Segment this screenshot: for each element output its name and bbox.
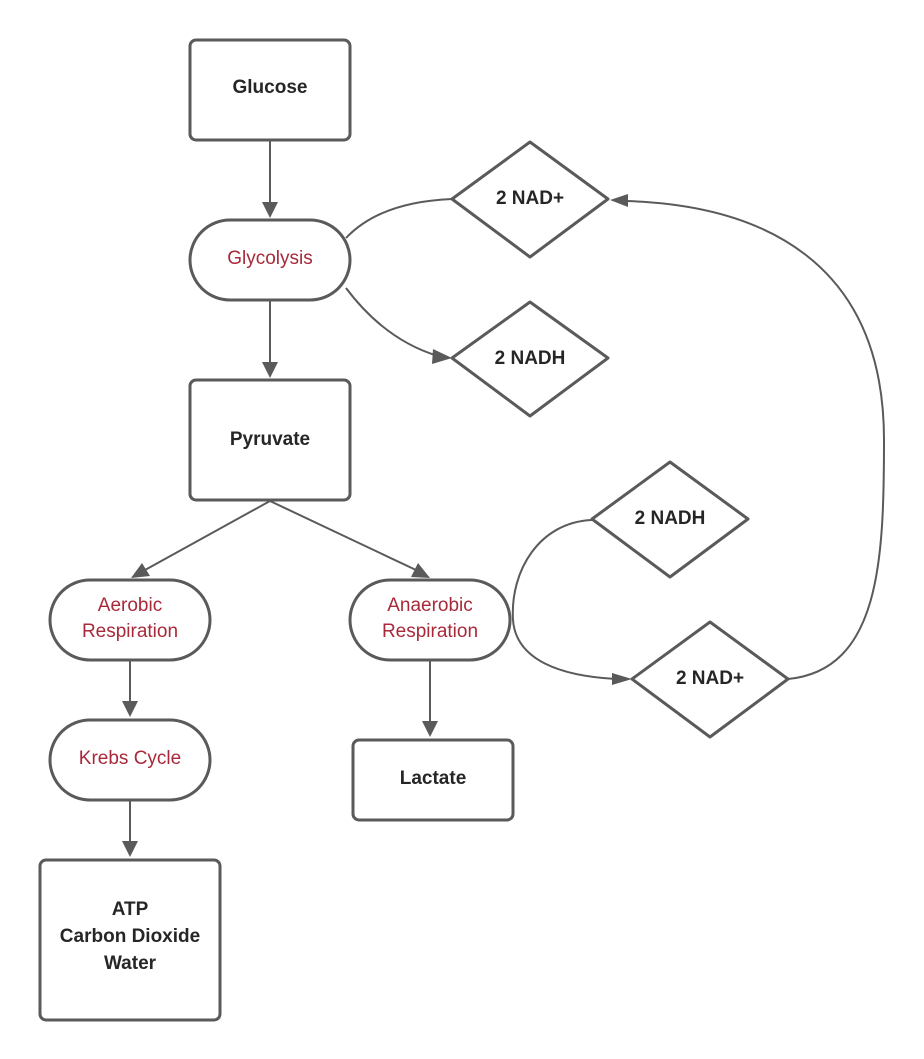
edge-pyruvate-aerobic — [144, 500, 271, 571]
arrowhead — [262, 202, 278, 218]
node-nad-plus-top[interactable]: 2 NAD+ — [450, 140, 610, 259]
node-nadh-top-shape — [450, 300, 610, 418]
node-nadh-bottom-shape — [590, 460, 750, 579]
node-krebs-shape — [48, 718, 212, 802]
node-glucose-label: Glucose — [233, 77, 308, 98]
arrowhead — [612, 673, 632, 685]
node-products[interactable]: ATP Carbon Dioxide Water — [38, 858, 222, 1022]
arrowhead — [422, 721, 438, 737]
node-products-label-atp: ATP — [112, 899, 149, 920]
node-nadh-bottom-label: 2 NADH — [635, 508, 706, 529]
arrowhead — [122, 701, 138, 717]
node-lactate[interactable]: Lactate — [351, 738, 515, 822]
node-nad-plus-top-shape — [450, 140, 610, 259]
edge-nadplus-glycolysis — [345, 198, 453, 239]
node-aerobic-label-line1: Aerobic — [98, 595, 162, 616]
node-nadh-bottom[interactable]: 2 NADH — [590, 460, 750, 579]
arrowhead — [432, 349, 452, 364]
arrowhead — [122, 841, 138, 857]
arrowhead — [411, 563, 430, 578]
node-aerobic-label-line2: Respiration — [82, 621, 178, 642]
node-glycolysis-label: Glycolysis — [227, 248, 313, 269]
node-aerobic-shape — [48, 578, 212, 662]
node-nadh-top[interactable]: 2 NADH — [450, 300, 610, 418]
node-glycolysis[interactable]: Glycolysis — [188, 218, 352, 302]
node-glucose-shape — [188, 38, 352, 142]
node-anaerobic-label-line1: Anaerobic — [387, 595, 473, 616]
node-krebs-cycle[interactable]: Krebs Cycle — [48, 718, 212, 802]
node-pyruvate-shape — [188, 378, 352, 502]
node-anaerobic-label-line2: Respiration — [382, 621, 478, 642]
node-products-label-co2: Carbon Dioxide — [60, 926, 200, 947]
node-nad-plus-bottom-label: 2 NAD+ — [676, 668, 744, 689]
arrowhead — [610, 194, 628, 207]
node-glycolysis-shape — [188, 218, 352, 302]
node-aerobic-respiration[interactable]: Aerobic Respiration — [48, 578, 212, 662]
node-nadh-top-label: 2 NADH — [495, 348, 566, 369]
edge-nadplus-return-loop — [625, 200, 886, 680]
edge-nadh-nadplus-loop — [511, 519, 617, 680]
node-krebs-label: Krebs Cycle — [79, 748, 181, 769]
edges — [122, 140, 886, 857]
node-lactate-shape — [351, 738, 515, 822]
arrowhead — [131, 563, 150, 578]
node-lactate-label: Lactate — [400, 768, 467, 789]
node-pyruvate-label: Pyruvate — [230, 429, 310, 450]
node-nad-plus-top-label: 2 NAD+ — [496, 188, 564, 209]
node-glucose[interactable]: Glucose — [188, 38, 352, 142]
node-nad-plus-bottom-shape — [630, 620, 790, 739]
node-anaerobic-shape — [348, 578, 512, 662]
node-anaerobic-respiration[interactable]: Anaerobic Respiration — [348, 578, 512, 662]
edge-glycolysis-nadh — [345, 287, 439, 357]
edge-pyruvate-anaerobic — [269, 500, 417, 571]
node-pyruvate[interactable]: Pyruvate — [188, 378, 352, 502]
node-products-shape — [38, 858, 222, 1022]
arrowhead — [262, 362, 278, 378]
node-nad-plus-bottom[interactable]: 2 NAD+ — [630, 620, 790, 739]
node-products-label-water: Water — [104, 953, 157, 974]
